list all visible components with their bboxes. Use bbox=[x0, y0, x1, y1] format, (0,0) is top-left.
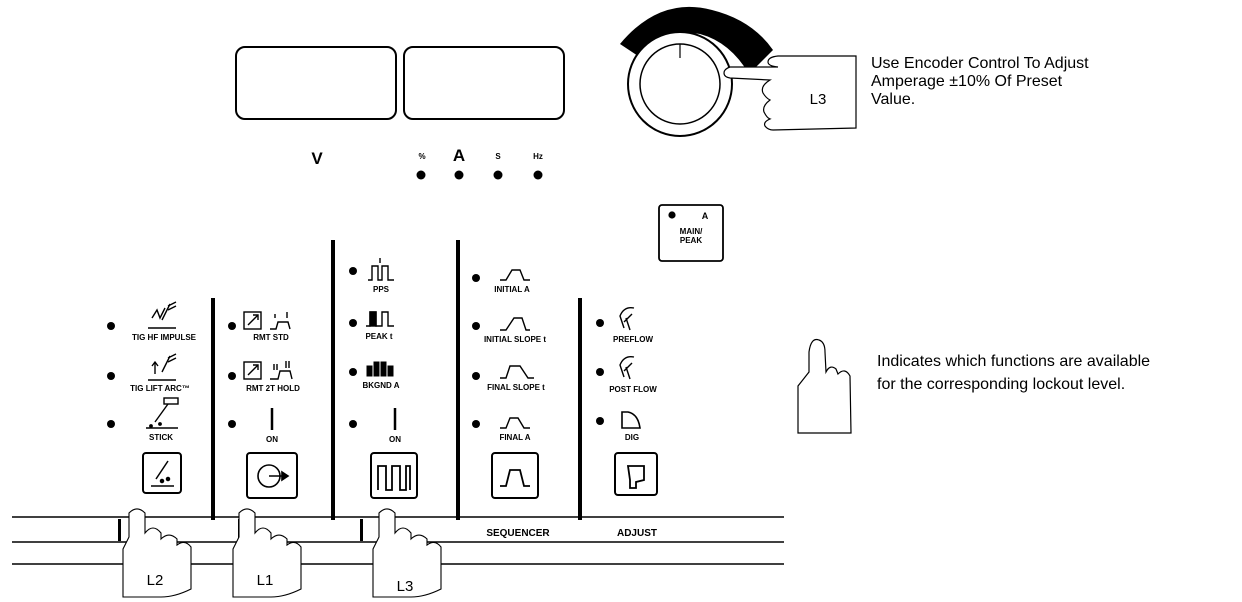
adjust-button[interactable] bbox=[614, 452, 658, 496]
label-output-on: ON bbox=[266, 435, 278, 444]
hand-l1: L1 bbox=[232, 508, 302, 598]
label-rmt-2t: RMT 2T HOLD bbox=[246, 384, 300, 393]
label-initial-slope: INITIAL SLOPE t bbox=[484, 335, 546, 344]
tig-lift-icon bbox=[148, 353, 177, 381]
rmt-2t-icon bbox=[243, 361, 293, 380]
main-peak-led-label: A bbox=[702, 211, 709, 221]
led-tig-hf bbox=[107, 322, 115, 330]
led-initial-slope bbox=[472, 322, 480, 330]
unit-label-seconds: S bbox=[495, 152, 501, 161]
rail-divider-1 bbox=[118, 519, 121, 541]
process-button-icon bbox=[151, 460, 174, 487]
label-postflow: POST FLOW bbox=[609, 385, 657, 394]
led-dig bbox=[596, 417, 604, 425]
hand-l2: L2 bbox=[122, 508, 192, 598]
output-button-icon bbox=[257, 464, 290, 488]
main-peak-led bbox=[668, 211, 676, 219]
label-final-a: FINAL A bbox=[499, 433, 530, 442]
unit-label-hertz: Hz bbox=[533, 152, 543, 161]
pulser-button-icon bbox=[377, 465, 411, 491]
final-slope-icon bbox=[500, 365, 534, 379]
hand-l1-label: L1 bbox=[257, 572, 274, 589]
led-output-on bbox=[228, 420, 236, 428]
voltage-display bbox=[235, 46, 397, 120]
sequencer-button[interactable] bbox=[491, 452, 539, 499]
hand-l2-label: L2 bbox=[147, 572, 164, 589]
led-bkgnd-a bbox=[349, 368, 357, 376]
label-preflow: PREFLOW bbox=[613, 335, 653, 344]
preflow-icon bbox=[619, 306, 635, 331]
led-rmt-2t bbox=[228, 372, 236, 380]
process-button[interactable] bbox=[142, 452, 182, 494]
main-peak-label-line1: MAIN/ bbox=[680, 227, 703, 236]
section-label-adjust: ADJUST bbox=[617, 528, 657, 539]
column-process: TIG HF IMPULSE TIG LIFT ARC™ STICK bbox=[107, 301, 197, 494]
stick-icon bbox=[146, 397, 179, 429]
dig-icon bbox=[621, 411, 641, 429]
section-label-sequencer: SEQUENCER bbox=[486, 528, 550, 539]
column-adjust: PREFLOW POST FLOW DIG bbox=[596, 306, 658, 496]
label-pulser-on: ON bbox=[389, 435, 401, 444]
adjust-button-icon bbox=[626, 465, 645, 489]
sequencer-button-icon bbox=[500, 469, 530, 487]
unit-led-seconds bbox=[493, 170, 503, 180]
label-bkgnd-a: BKGND A bbox=[362, 381, 399, 390]
unit-label-amps: A bbox=[453, 146, 465, 165]
lockout-legend-note: Indicates which functions are available … bbox=[877, 353, 1151, 393]
label-tig-lift: TIG LIFT ARC™ bbox=[130, 384, 190, 393]
tig-hf-icon bbox=[148, 301, 177, 329]
amperage-display bbox=[403, 46, 565, 120]
led-pps bbox=[349, 267, 357, 275]
hand-l3: L3 bbox=[372, 508, 442, 598]
column-output: RMT STD RMT 2T HOLD ON bbox=[228, 311, 300, 499]
led-pulser-on bbox=[349, 420, 357, 428]
led-final-slope bbox=[472, 372, 480, 380]
column-pulser: PPS PEAK t BKGND A ON bbox=[349, 258, 418, 499]
led-peak-t bbox=[349, 319, 357, 327]
unit-led-hertz bbox=[533, 170, 543, 180]
label-final-slope: FINAL SLOPE t bbox=[487, 383, 545, 392]
led-tig-lift bbox=[107, 372, 115, 380]
label-initial-a: INITIAL A bbox=[494, 285, 530, 294]
label-rmt-std: RMT STD bbox=[253, 333, 289, 342]
led-rmt-std bbox=[228, 322, 236, 330]
bkgnd-a-icon bbox=[366, 361, 394, 377]
encoder-note: Use Encoder Control To Adjust Amperage ±… bbox=[871, 55, 1089, 108]
main-peak-button[interactable] bbox=[658, 204, 724, 262]
led-stick bbox=[107, 420, 115, 428]
initial-a-icon bbox=[500, 269, 530, 281]
label-pps: PPS bbox=[373, 285, 390, 294]
volts-label: V bbox=[311, 149, 323, 168]
legend-hand-icon bbox=[797, 338, 852, 434]
unit-label-percent: % bbox=[418, 152, 425, 161]
encoder-rotation-arc bbox=[620, 6, 773, 74]
rmt-std-icon bbox=[243, 311, 291, 330]
unit-led-amps bbox=[454, 170, 464, 180]
encoder-hand-icon bbox=[723, 55, 857, 131]
rail-divider-3 bbox=[360, 519, 363, 541]
led-postflow bbox=[596, 368, 604, 376]
label-peak-t: PEAK t bbox=[365, 332, 392, 341]
led-final-a bbox=[472, 420, 480, 428]
led-initial-a bbox=[472, 274, 480, 282]
postflow-icon bbox=[619, 355, 635, 380]
led-preflow bbox=[596, 319, 604, 327]
pps-icon bbox=[368, 258, 394, 281]
label-dig: DIG bbox=[625, 433, 639, 442]
label-stick: STICK bbox=[149, 433, 173, 442]
encoder-hand-label: L3 bbox=[810, 91, 827, 108]
peak-t-icon bbox=[366, 311, 394, 327]
main-peak-label-line2: PEAK bbox=[680, 236, 702, 245]
hand-l3-label: L3 bbox=[397, 578, 414, 595]
unit-led-percent bbox=[416, 170, 426, 180]
encoder-knob-outer[interactable] bbox=[627, 31, 733, 137]
column-sequencer: INITIAL A INITIAL SLOPE t FINAL SLOPE t … bbox=[472, 269, 546, 499]
initial-slope-icon bbox=[500, 317, 530, 331]
final-a-icon bbox=[500, 417, 530, 429]
label-tig-hf: TIG HF IMPULSE bbox=[132, 333, 197, 342]
